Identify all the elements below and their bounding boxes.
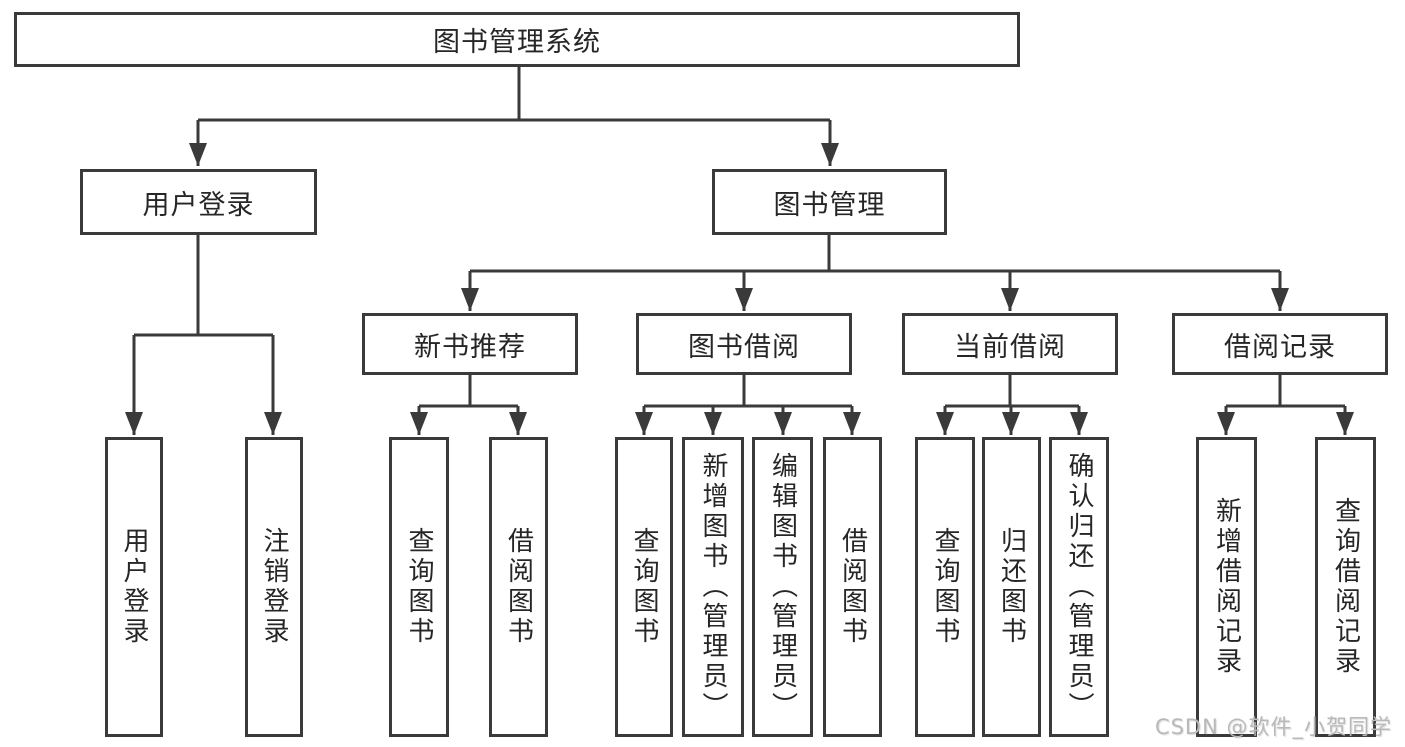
node-borrowing-records: 借阅记录	[1172, 313, 1388, 375]
node-label: 借阅记录	[1224, 331, 1336, 363]
leaf-cb-query-books: 查询图书	[915, 437, 975, 737]
node-label: 图书管理系统	[433, 27, 601, 58]
node-label: 用户登录	[119, 527, 149, 647]
node-label: 归还图书	[996, 527, 1027, 647]
node-new-book-recommendation: 新书推荐	[362, 313, 578, 375]
node-user-login: 用户登录	[80, 169, 317, 235]
node-label: 新增图书（管理员）	[698, 452, 728, 722]
leaf-bb-query-books: 查询图书	[615, 437, 673, 737]
node-label: 查询借阅记录	[1330, 497, 1361, 677]
leaf-nbr-borrow-books: 借阅图书	[489, 437, 548, 737]
leaf-nbr-query-books: 查询图书	[389, 437, 449, 737]
node-label: 新增借阅记录	[1211, 497, 1242, 677]
node-current-borrowing: 当前借阅	[902, 313, 1118, 375]
connector-borrowing-records-children	[1217, 375, 1354, 435]
node-label: 查询图书	[930, 527, 960, 647]
node-book-management: 图书管理	[712, 169, 947, 235]
watermark: CSDN @软件_小贺同学	[1154, 715, 1392, 739]
connector-user-login-children	[125, 235, 282, 435]
leaf-br-query-record: 查询借阅记录	[1315, 437, 1376, 737]
node-book-borrowing: 图书借阅	[636, 313, 852, 375]
connector-book-borrowing-children	[635, 375, 861, 435]
connector-root-to-level2	[189, 67, 839, 166]
leaf-bb-edit-books-admin: 编辑图书（管理员）	[752, 437, 813, 737]
leaf-cb-return-books: 归还图书	[982, 437, 1041, 737]
node-label: 注销登录	[259, 527, 289, 647]
leaf-user-login: 用户登录	[105, 437, 163, 737]
node-label: 借阅图书	[837, 527, 868, 647]
connector-new-book-recommendation-children	[410, 375, 527, 435]
node-label: 查询图书	[404, 527, 434, 647]
node-label: 查询图书	[629, 527, 659, 647]
node-label: 确认归还（管理员）	[1064, 452, 1094, 722]
node-library-management-system: 图书管理系统	[14, 12, 1020, 67]
node-label: 图书借阅	[688, 331, 800, 363]
leaf-logout: 注销登录	[245, 437, 303, 737]
connector-book-management-children	[461, 235, 1289, 311]
node-label: 用户登录	[142, 189, 255, 221]
leaf-cb-confirm-return-admin: 确认归还（管理员）	[1049, 437, 1109, 737]
leaf-bb-add-books-admin: 新增图书（管理员）	[682, 437, 744, 737]
connector-current-borrowing-children	[936, 375, 1088, 435]
leaf-br-add-record: 新增借阅记录	[1196, 437, 1257, 737]
node-label: 新书推荐	[414, 331, 526, 363]
node-label: 借阅图书	[503, 527, 534, 647]
node-label: 当前借阅	[954, 331, 1066, 363]
node-label: 编辑图书（管理员）	[767, 452, 798, 722]
node-label: 图书管理	[773, 189, 886, 221]
leaf-bb-borrow-books: 借阅图书	[823, 437, 882, 737]
